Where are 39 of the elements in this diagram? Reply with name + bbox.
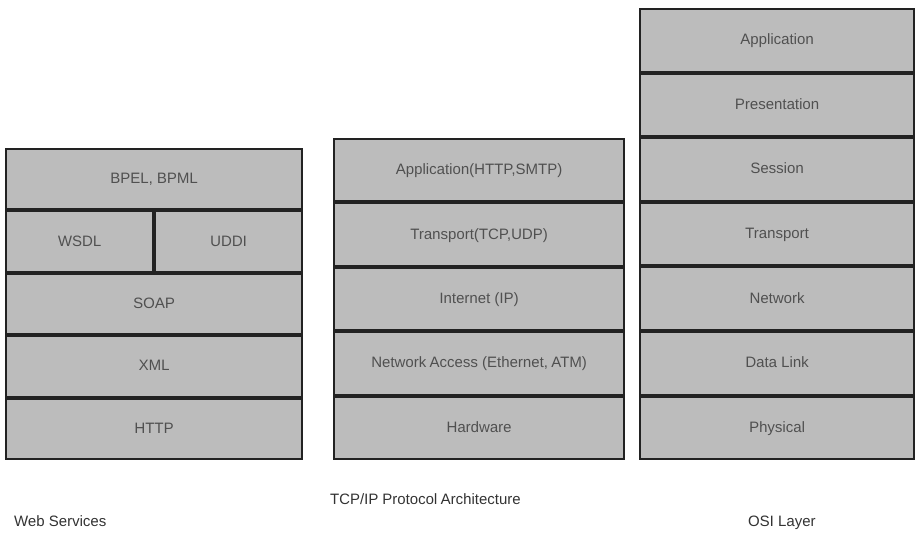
layer-label: Physical bbox=[749, 418, 805, 437]
layer-label: HTTP bbox=[134, 420, 174, 438]
layer-label: WSDL bbox=[58, 232, 102, 251]
layer-box bbox=[333, 202, 625, 267]
stack-caption: Web Services bbox=[14, 512, 108, 531]
layer-box bbox=[5, 210, 154, 273]
stack-caption: TCP/IP Protocol Architecture bbox=[330, 490, 522, 509]
layer-label: Network bbox=[749, 290, 804, 308]
layer-label: Session bbox=[750, 160, 804, 178]
layer-box bbox=[5, 335, 303, 398]
layer-box bbox=[639, 202, 915, 266]
layer-label: Transport(TCP,UDP) bbox=[410, 226, 548, 244]
layer-box bbox=[333, 138, 625, 202]
layer-label: Hardware bbox=[446, 418, 512, 437]
layer-box bbox=[5, 148, 303, 210]
stack-caption: OSI Layer bbox=[748, 512, 817, 531]
layer-box bbox=[639, 137, 915, 202]
layer-box bbox=[154, 210, 303, 273]
layer-box bbox=[639, 266, 915, 331]
layer-box bbox=[5, 272, 303, 336]
layer-label: SOAP bbox=[133, 294, 175, 313]
layer-label: Data Link bbox=[745, 354, 809, 372]
layer-box bbox=[639, 72, 915, 138]
layer-box bbox=[639, 331, 915, 396]
layer-label: UDDI bbox=[210, 232, 247, 251]
layer-box bbox=[639, 396, 915, 460]
layer-box bbox=[5, 398, 303, 460]
layer-label: XML bbox=[138, 357, 170, 376]
layer-box bbox=[333, 396, 625, 460]
layer-label: Internet (IP) bbox=[439, 290, 519, 308]
layer-label: Application bbox=[740, 31, 814, 50]
layer-box bbox=[639, 8, 915, 73]
layer-label: Application(HTTP,SMTP) bbox=[396, 161, 562, 180]
layer-label: Network Access (Ethernet, ATM) bbox=[371, 354, 587, 372]
layer-label: Transport bbox=[745, 225, 809, 244]
layer-label: BPEL, BPML bbox=[110, 170, 198, 188]
layer-box bbox=[333, 266, 625, 332]
layer-label: Presentation bbox=[734, 96, 820, 114]
layer-box bbox=[333, 331, 625, 396]
